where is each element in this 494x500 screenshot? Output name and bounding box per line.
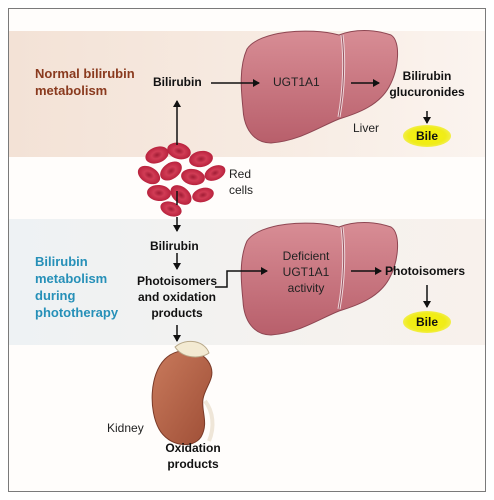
label-photoisomers-oxidation-line1: Photoisomers [136, 274, 217, 288]
kidney-illustration [151, 340, 215, 445]
label-bilirubin-top: Bilirubin [153, 75, 202, 89]
section-heading-phototherapy: Bilirubin metabolism during phototherapy [35, 254, 119, 320]
red-cells-cluster [137, 142, 226, 217]
liver-bottom [240, 222, 398, 336]
label-deficient-line1: Deficient [282, 249, 330, 263]
section-heading-normal: Normal bilirubin metabolism [35, 66, 135, 98]
label-oxidation-products-line1: Oxidation [165, 441, 221, 455]
bile-top: Bile [403, 125, 451, 147]
label-ugt1a1: UGT1A1 [273, 75, 320, 89]
figure-frame: Normal bilirubin metabolism Bilirubin me… [8, 8, 486, 492]
label-kidney: Kidney [107, 421, 144, 435]
label-bilirubin-glucuronides-line2: glucuronides [389, 85, 465, 99]
liver-top [240, 30, 398, 144]
label-red-cells-line2: cells [229, 183, 254, 197]
label-photoisomers-right: Photoisomers [385, 264, 466, 278]
label-deficient-line3: activity [287, 281, 325, 295]
label-bilirubin-glucuronides-line1: Bilirubin [402, 69, 452, 83]
label-liver: Liver [353, 121, 380, 135]
label-photoisomers-oxidation-line2: and oxidation [138, 290, 216, 304]
bile-bottom: Bile [403, 311, 451, 333]
label-photoisomers-oxidation-line3: products [151, 306, 203, 320]
label-red-cells-line1: Red [229, 167, 252, 181]
label-bilirubin-bottom: Bilirubin [150, 239, 199, 253]
flow-arrows [173, 79, 431, 342]
label-deficient-line2: UGT1A1 [282, 265, 330, 279]
diagram-graphics [137, 30, 431, 445]
label-oxidation-products-line2: products [167, 457, 219, 471]
